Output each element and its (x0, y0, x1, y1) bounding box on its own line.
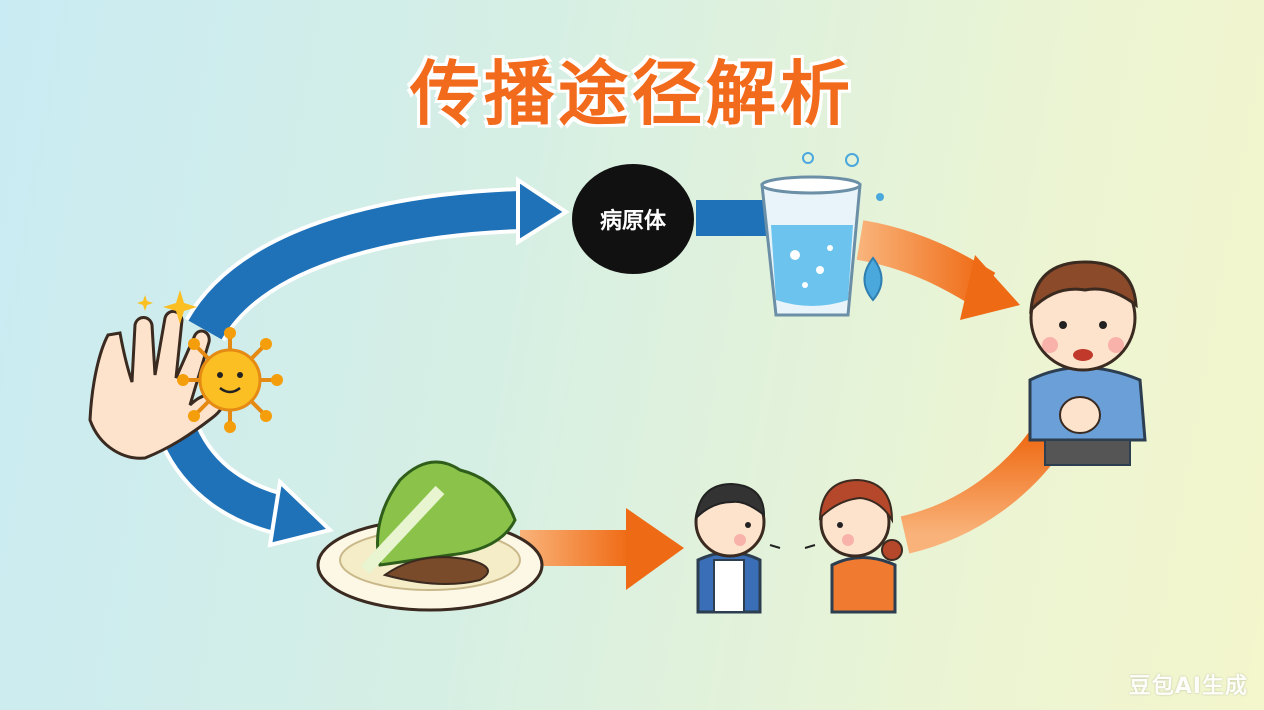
virus-icon (177, 327, 283, 433)
watermark: 豆包AI生成 (1128, 674, 1248, 699)
food-plate-icon (316, 460, 544, 612)
diagram-title: 传播途径解析 (410, 53, 854, 135)
arrow-kids-to-boy (900, 424, 1066, 554)
pathogen-label: 病原体 (599, 209, 666, 234)
boy-child-icon (694, 482, 781, 614)
water-glass-icon (760, 152, 884, 317)
arrow-pathogen-to-glass (696, 200, 766, 236)
arrow-glass-to-boy (856, 220, 1020, 320)
girl-child-icon (804, 478, 903, 614)
arrow-hand-to-plate (159, 425, 334, 548)
talking-children-icon (694, 478, 903, 614)
hand-virus-icon (88, 290, 283, 460)
sick-boy-icon (1028, 260, 1147, 466)
pathogen-node: 病原体 (572, 164, 694, 274)
arrow-hand-to-pathogen (184, 176, 570, 343)
arrow-plate-to-kids (520, 508, 684, 590)
